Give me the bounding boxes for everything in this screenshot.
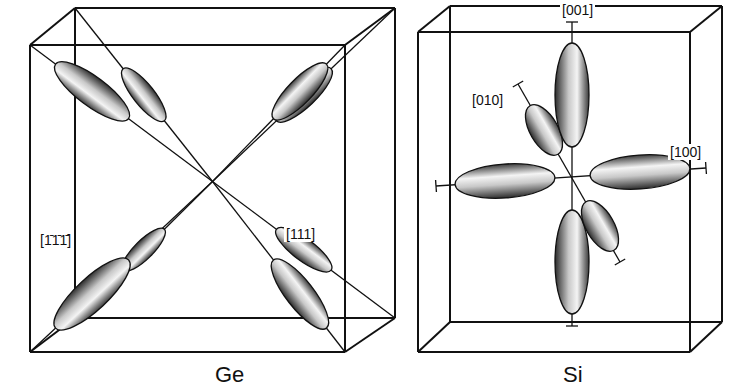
crystal-name: Ge (212, 364, 247, 386)
axis-tick (566, 325, 578, 326)
cube-edge (29, 45, 31, 352)
axis-tick (705, 162, 707, 174)
direction-label: [001] (560, 2, 595, 18)
diagonal-axis (213, 182, 346, 353)
cube-edge (449, 6, 451, 322)
valley-ellipsoid (574, 195, 626, 257)
valley-ellipsoid (47, 52, 137, 130)
cube-edge (74, 8, 76, 318)
cube-edge (418, 31, 690, 33)
valley-ellipsoid (45, 248, 140, 340)
diagonal-axis (213, 45, 346, 182)
cube-edge (690, 6, 722, 32)
crystal-name: Si (560, 364, 586, 386)
valley-ellipsoid (263, 251, 338, 336)
cube-edge (690, 322, 722, 352)
direction-label: [100] (668, 144, 703, 160)
diagonal-axis (30, 45, 213, 182)
ge-cube (30, 8, 395, 352)
cube-edge (394, 8, 396, 318)
axis-tick (566, 21, 578, 22)
cube-edge (75, 317, 395, 319)
cube-edge (345, 8, 395, 45)
axis-tick (615, 259, 625, 265)
cube-edge (418, 322, 450, 352)
cube-edge (75, 7, 395, 9)
diagonal-axis (213, 8, 396, 182)
cube-edge (345, 318, 395, 352)
cube-edge (417, 32, 419, 352)
direction-label: [1̄1̄1̄] (38, 232, 73, 248)
axis-tick (513, 81, 523, 87)
cube-edge (721, 6, 723, 322)
cube-edge (30, 351, 345, 353)
cube-edge (30, 44, 345, 46)
axis-tick (435, 180, 437, 192)
cube-edge (450, 321, 722, 323)
valley-ellipsoid (265, 56, 335, 128)
cube-edge (689, 32, 691, 352)
cube-edge (418, 6, 450, 32)
cube-edge (344, 45, 346, 352)
direction-label: [111] (284, 226, 317, 242)
diagonal-axis (30, 182, 213, 353)
cube-edge (418, 351, 690, 353)
direction-label: [010] (470, 92, 505, 108)
si-cube (418, 6, 722, 352)
cube-edge (30, 8, 75, 45)
valley-ellipsoid (454, 161, 556, 202)
valley-ellipsoid (555, 43, 589, 147)
